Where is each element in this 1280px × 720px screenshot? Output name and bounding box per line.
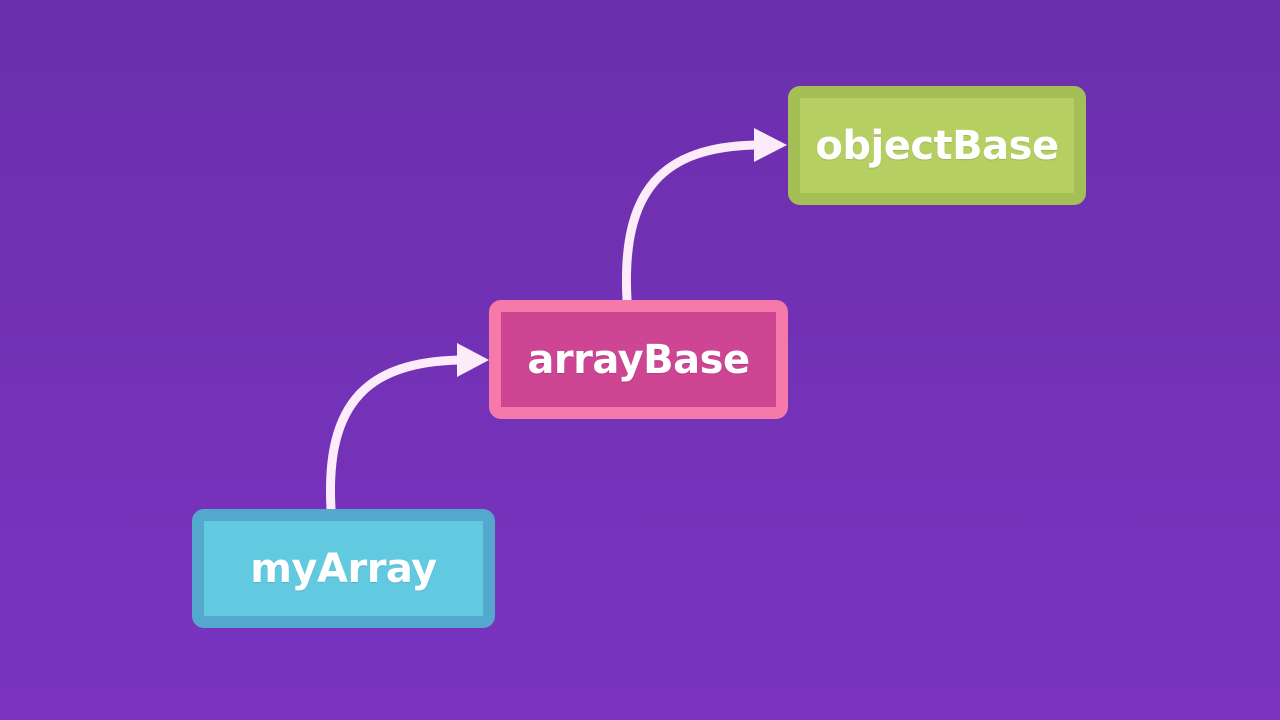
node-myarray-label: myArray (250, 545, 437, 592)
node-arraybase-label: arrayBase (527, 336, 750, 383)
node-objectbase: objectBase (788, 86, 1086, 205)
arrowhead-to-objectbase (754, 128, 787, 162)
arrowhead-to-arraybase (457, 343, 489, 377)
node-objectbase-label: objectBase (815, 122, 1059, 169)
node-myarray: myArray (192, 509, 495, 628)
edge-arraybase-to-objectbase (621, 140, 761, 305)
edge-myarray-to-arraybase (325, 355, 465, 514)
node-arraybase: arrayBase (489, 300, 788, 419)
